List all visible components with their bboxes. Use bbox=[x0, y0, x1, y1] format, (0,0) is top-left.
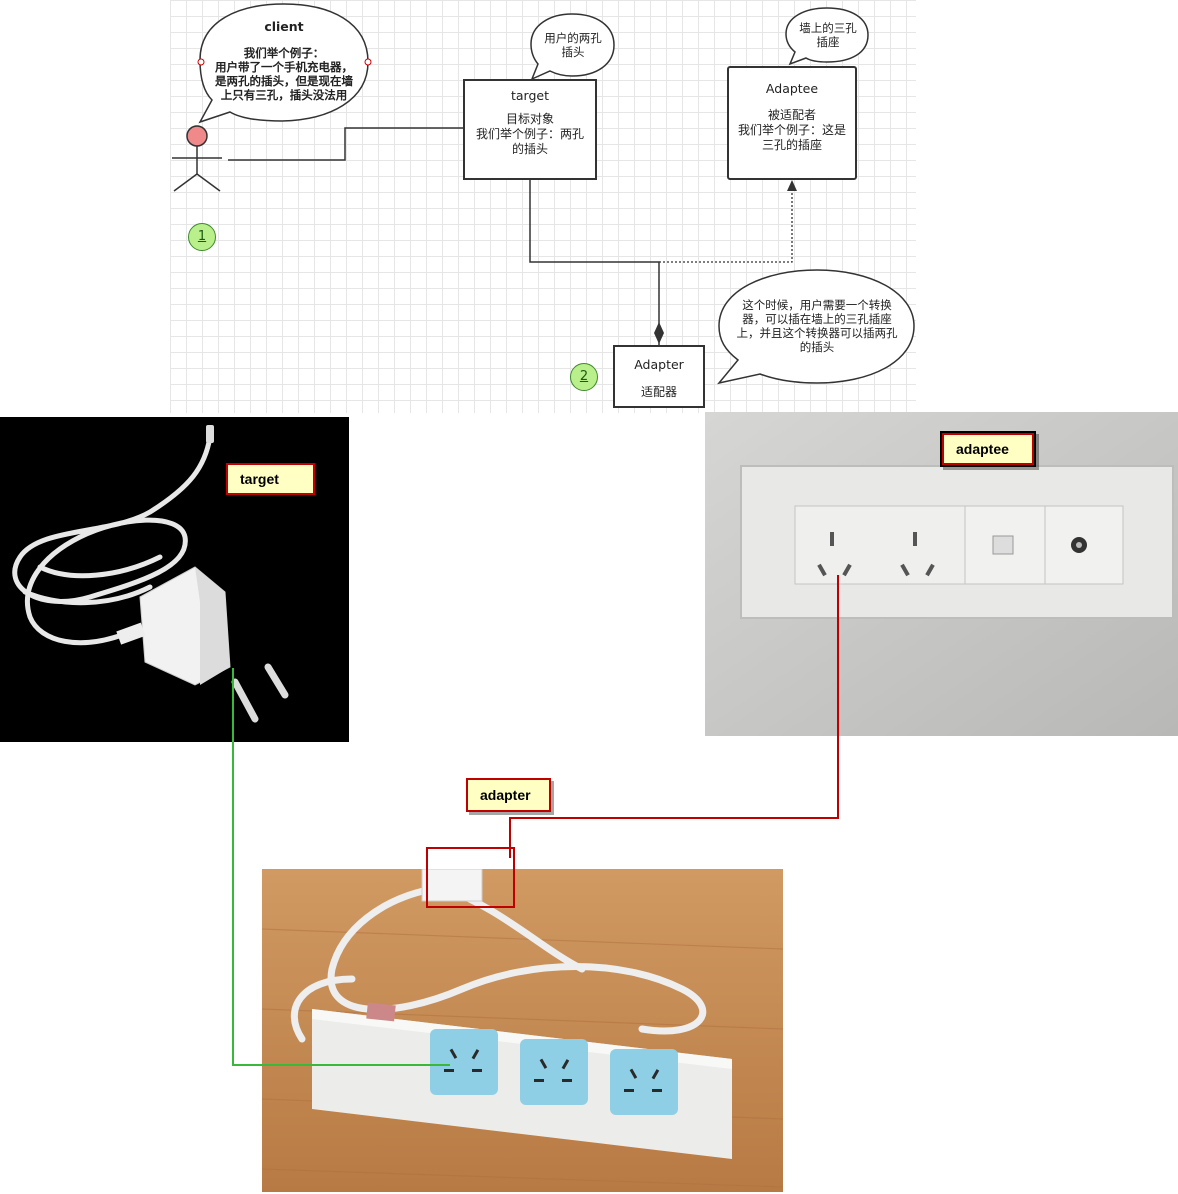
actor-figure bbox=[172, 125, 222, 192]
client-target-line bbox=[228, 127, 463, 161]
target-bubble-shape bbox=[530, 13, 615, 81]
charger-drawing bbox=[12, 425, 289, 723]
adaptee-bubble-shape bbox=[785, 7, 869, 66]
adapter-box-title: Adapter bbox=[634, 357, 684, 372]
client-line-1: 我们举个例子： bbox=[243, 46, 325, 60]
client-line-4: 上只有三孔，插头没法用 bbox=[220, 88, 348, 102]
power-strip-photo bbox=[262, 869, 783, 1192]
target-box-line-3: 的插头 bbox=[511, 142, 548, 156]
adaptee-label: adaptee bbox=[940, 431, 1036, 467]
adapter-bubble-shape bbox=[717, 269, 915, 385]
adapter-bubble-line-1: 这个时候，用户需要一个转换 bbox=[742, 298, 892, 312]
client-bubble-shape bbox=[198, 3, 369, 124]
adapter-bubble: 这个时候，用户需要一个转换 器，可以插在墙上的三孔插座 上，并且这个转换器可以插… bbox=[726, 298, 908, 354]
adaptee-bubble-line-1: 墙上的三孔 bbox=[799, 21, 857, 35]
adapter-bubble-line-2: 器，可以插在墙上的三孔插座 bbox=[742, 312, 892, 326]
diagram-connectors bbox=[172, 3, 915, 385]
adaptee-box-line-1: 被适配者 bbox=[767, 108, 816, 122]
step-badge-1: 1 bbox=[188, 223, 216, 251]
adapter-label: adapter bbox=[466, 778, 551, 812]
step-badge-2: 2 bbox=[570, 363, 598, 391]
client-title: client bbox=[264, 19, 304, 34]
adaptee-box[interactable]: Adaptee 被适配者 我们举个例子：这是 三孔的插座 bbox=[727, 66, 857, 180]
target-box-line-2: 我们举个例子：两孔 bbox=[475, 127, 584, 141]
target-box-line-1: 目标对象 bbox=[505, 112, 554, 126]
client-bubble: client 我们举个例子： 用户带了一个手机充电器， 是两孔的插头，但是现在墙… bbox=[204, 19, 364, 103]
target-bubble-line-1: 用户的两孔 bbox=[544, 31, 602, 45]
adapter-bubble-line-3: 上，并且这个转换器可以插两孔 bbox=[736, 326, 898, 340]
power-strip-drawing bbox=[262, 869, 783, 1192]
adapter-bubble-line-4: 的插头 bbox=[799, 340, 835, 354]
charger-body bbox=[116, 566, 231, 686]
arrow-head bbox=[787, 180, 797, 191]
adaptee-bubble-line-2: 插座 bbox=[816, 35, 840, 49]
adapter-adaptee-dotted-line bbox=[659, 190, 793, 263]
adapter-box[interactable]: Adapter 适配器 bbox=[613, 345, 705, 408]
composition-diamond bbox=[654, 322, 664, 344]
adapter-box-line-1: 适配器 bbox=[640, 385, 677, 399]
adaptee-box-line-2: 我们举个例子：这是 bbox=[737, 123, 846, 137]
target-box-title: target bbox=[510, 88, 549, 103]
target-bubble: 用户的两孔 插头 bbox=[534, 31, 612, 59]
client-line-2: 用户带了一个手机充电器， bbox=[215, 60, 353, 74]
target-label: target bbox=[226, 463, 315, 495]
client-line-3: 是两孔的插头，但是现在墙 bbox=[215, 74, 353, 88]
adaptee-box-title: Adaptee bbox=[765, 81, 819, 96]
target-bubble-line-2: 插头 bbox=[561, 45, 585, 59]
target-box[interactable]: target 目标对象 我们举个例子：两孔 的插头 bbox=[463, 79, 597, 180]
adaptee-bubble: 墙上的三孔 插座 bbox=[789, 21, 867, 49]
adaptee-box-line-3: 三孔的插座 bbox=[761, 138, 822, 152]
target-adapter-line bbox=[529, 179, 660, 345]
